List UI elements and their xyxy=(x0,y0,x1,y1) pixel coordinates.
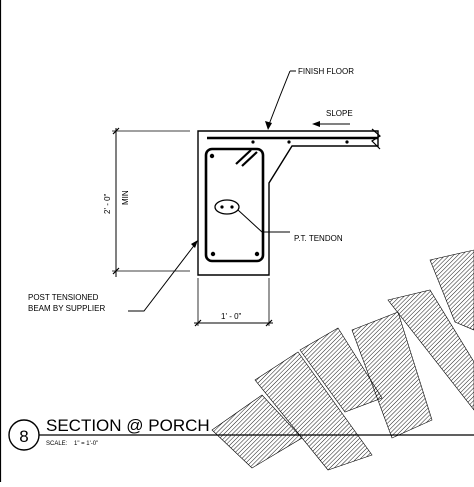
beam-leader xyxy=(128,242,197,312)
stirrup xyxy=(204,147,265,263)
pt-tendon xyxy=(214,199,240,215)
rebar-dot xyxy=(345,140,349,144)
tendon-strand xyxy=(230,205,234,209)
detail-title: SECTION @ PORCH xyxy=(46,416,210,435)
detail-number: 8 xyxy=(19,427,28,446)
dimension-tick xyxy=(194,319,202,327)
slope-arrowhead xyxy=(312,121,320,127)
corner-bar xyxy=(254,251,260,257)
tendon-leader xyxy=(237,209,290,233)
scale-label: SCALE: xyxy=(46,441,68,447)
stirrup-hook xyxy=(241,151,258,167)
height-min-label: MIN xyxy=(121,190,130,205)
beam-leader-arrowhead xyxy=(191,240,198,248)
dimension-tick xyxy=(112,267,120,275)
beam-label-line2: BEAM BY SUPPLIER xyxy=(28,304,105,313)
beam-section-outline xyxy=(197,130,379,276)
height-dimension-label: 2' - 0" xyxy=(103,193,112,214)
leader-arrowhead xyxy=(265,121,272,130)
finish-floor-leader xyxy=(267,70,291,128)
slope-label: SLOPE xyxy=(326,109,353,118)
tendon-strand xyxy=(220,205,224,209)
corner-bar xyxy=(209,153,215,159)
rebar-dot xyxy=(287,140,291,144)
scale-value: 1" = 1'-0" xyxy=(74,441,98,447)
dimension-tick xyxy=(112,127,120,135)
dimension-tick xyxy=(265,319,273,327)
watermark xyxy=(211,249,474,471)
beam-label-line1: POST TENSIONED xyxy=(28,293,99,302)
finish-floor-label: FINISH FLOOR xyxy=(298,67,354,76)
stirrup-hook xyxy=(235,149,252,165)
width-dimension-label: 1' - 0" xyxy=(221,312,242,321)
tendon-label: P.T. TENDON xyxy=(294,234,343,243)
corner-bar xyxy=(210,251,216,257)
rebar-dot xyxy=(251,140,255,144)
